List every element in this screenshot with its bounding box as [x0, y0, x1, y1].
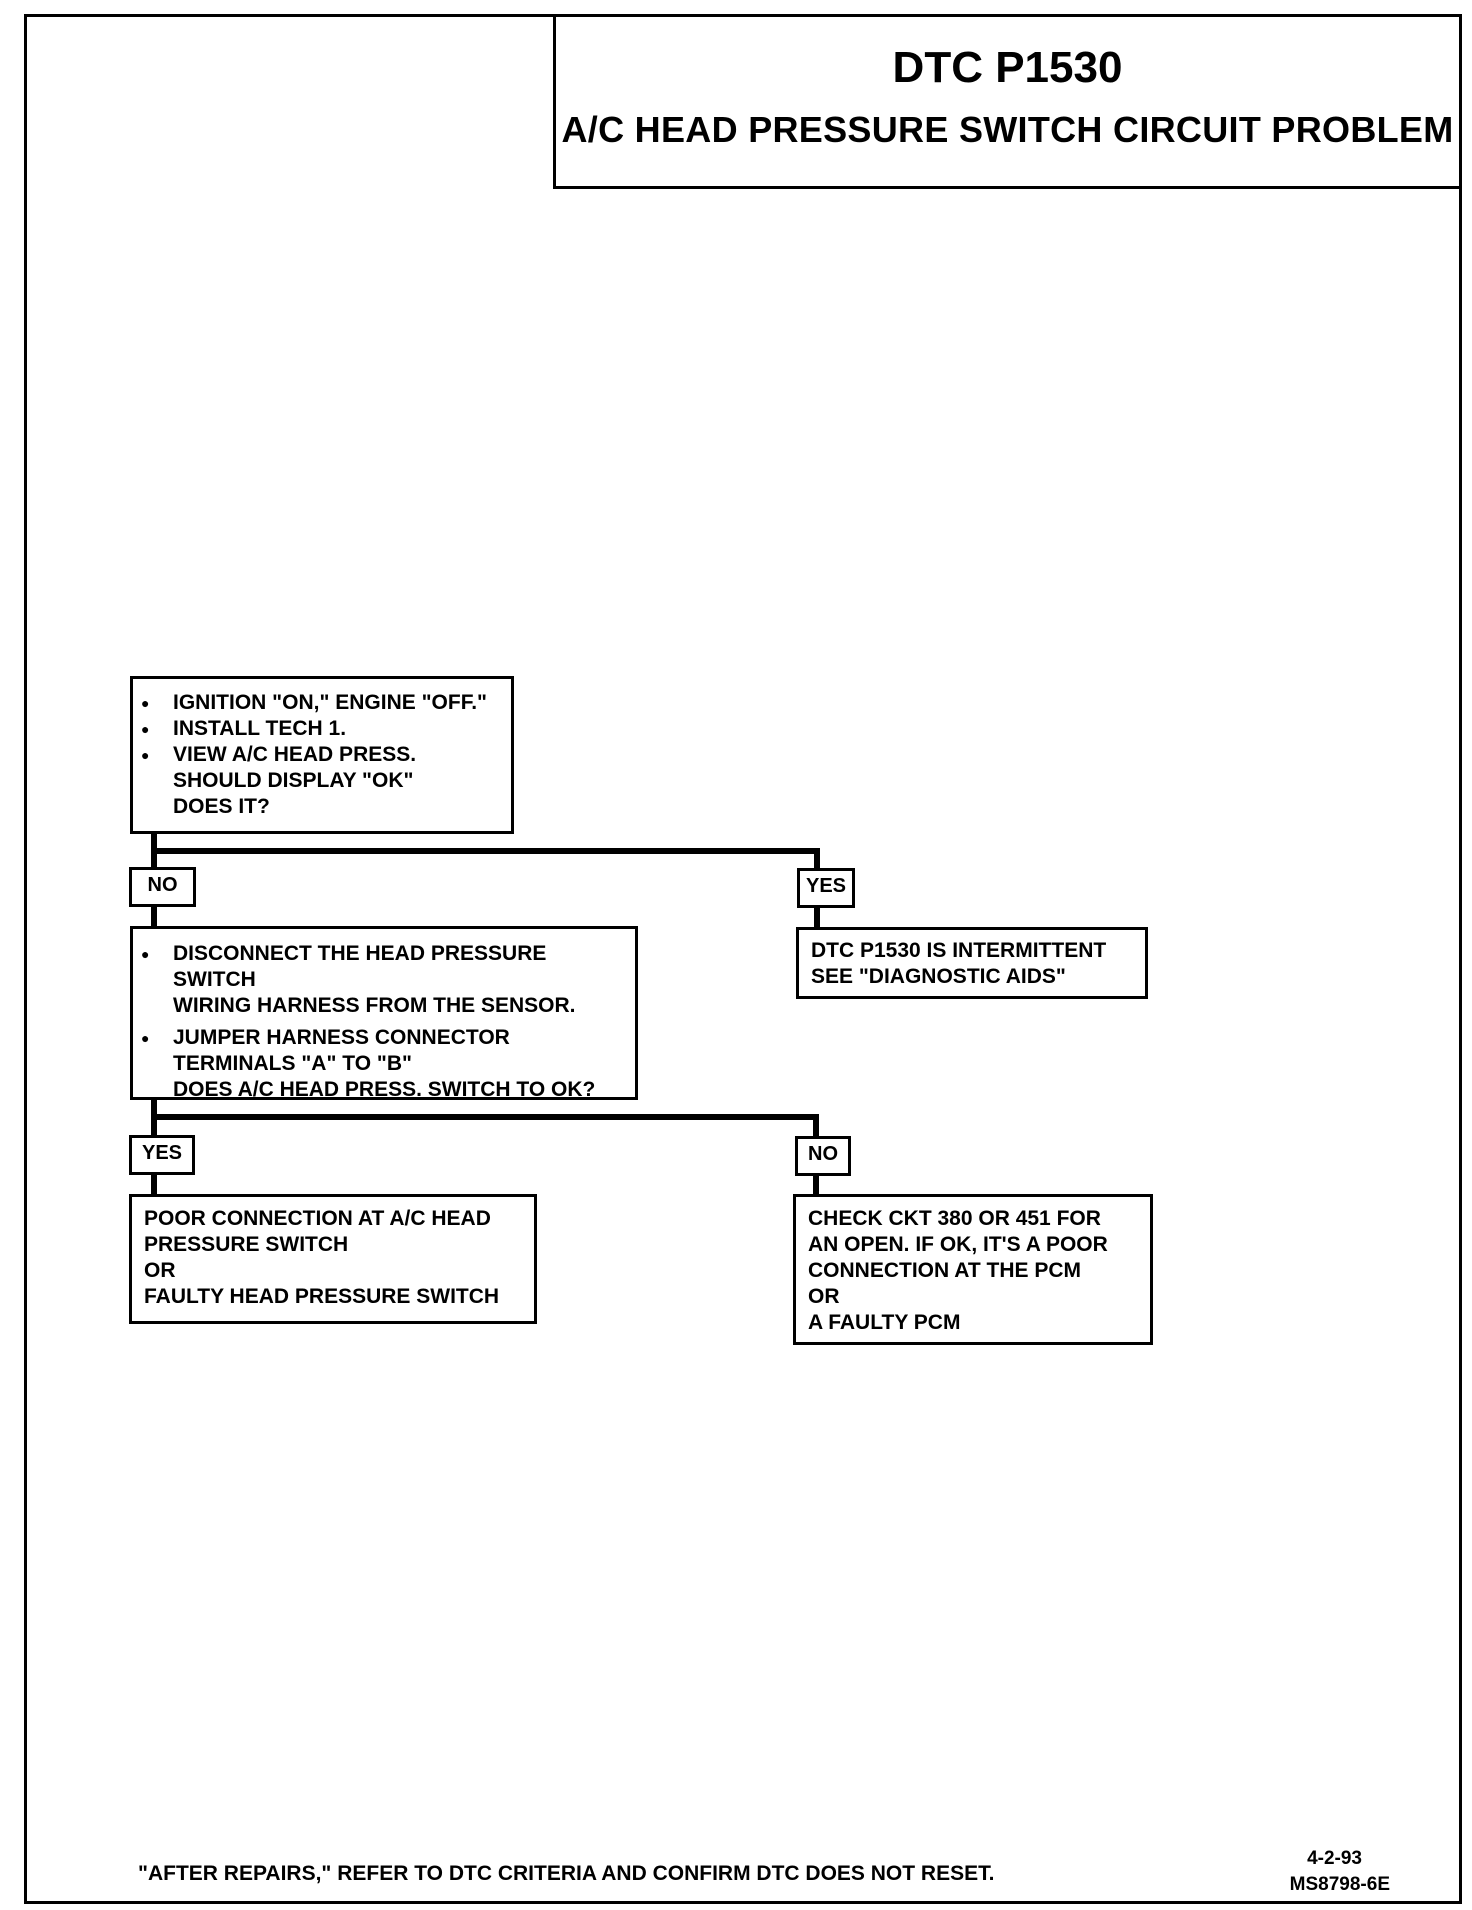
step1-yes-tag: YES: [797, 868, 855, 908]
connector: [151, 907, 157, 927]
document-code: MS8798-6E: [1289, 1874, 1390, 1895]
step1-box: IGNITION "ON," ENGINE "OFF." INSTALL TEC…: [130, 676, 514, 834]
step1-no-tag: NO: [129, 867, 196, 907]
revision-date: 4-2-93: [1307, 1848, 1362, 1869]
connector: [151, 848, 820, 854]
dtc-code: DTC P1530: [892, 43, 1123, 92]
title-box: DTC P1530 A/C HEAD PRESSURE SWITCH CIRCU…: [553, 14, 1462, 189]
step1-yes-result-box: DTC P1530 IS INTERMITTENT SEE "DIAGNOSTI…: [796, 927, 1148, 999]
connector: [151, 1114, 819, 1120]
connector: [151, 1175, 157, 1195]
step2-bullet-1: DISCONNECT THE HEAD PRESSURE SWITCH WIRI…: [133, 941, 635, 1019]
step1-bullet-2: INSTALL TECH 1.: [133, 716, 511, 742]
step2-no-tag: NO: [795, 1136, 851, 1176]
footer-note: "AFTER REPAIRS," REFER TO DTC CRITERIA A…: [138, 1862, 995, 1885]
step2-bullet-2: JUMPER HARNESS CONNECTOR TERMINALS "A" T…: [133, 1025, 635, 1103]
connector: [813, 1176, 819, 1196]
page-title: A/C HEAD PRESSURE SWITCH CIRCUIT PROBLEM: [561, 109, 1454, 150]
step1-bullet-3: VIEW A/C HEAD PRESS. SHOULD DISPLAY "OK"…: [133, 742, 511, 820]
footer-id: 4-2-93 MS8798-6E: [1290, 1846, 1390, 1898]
connector: [813, 1114, 819, 1136]
connector: [814, 908, 820, 928]
connector: [814, 848, 820, 868]
step1-bullet-1: IGNITION "ON," ENGINE "OFF.": [133, 690, 511, 716]
step2-yes-result-box: POOR CONNECTION AT A/C HEAD PRESSURE SWI…: [129, 1194, 537, 1324]
step2-box: DISCONNECT THE HEAD PRESSURE SWITCH WIRI…: [130, 926, 638, 1103]
step2-no-result-box: CHECK CKT 380 OR 451 FOR AN OPEN. IF OK,…: [793, 1194, 1153, 1345]
step2-yes-tag: YES: [129, 1135, 195, 1175]
